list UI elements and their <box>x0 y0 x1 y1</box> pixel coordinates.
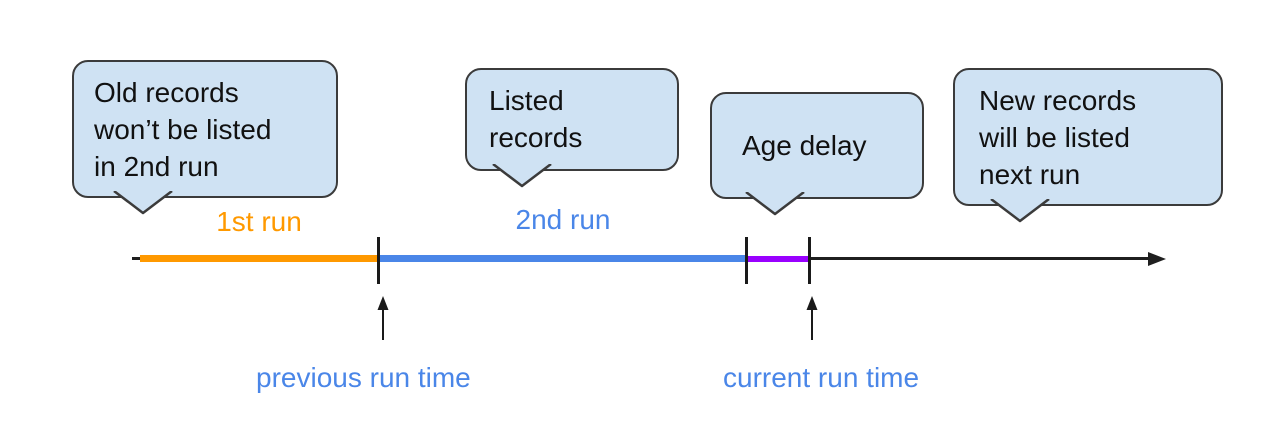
tick-age-delay-start <box>745 237 748 284</box>
label-second-run: 2nd run <box>515 204 611 235</box>
timeline-arrowhead-icon <box>1148 252 1166 266</box>
callout-new-records: New records will be listed next run <box>953 68 1223 223</box>
callout-text-line: will be listed <box>979 122 1130 153</box>
callout-listed-records: Listed records <box>465 68 679 188</box>
callout-text-line: in 2nd run <box>94 151 219 182</box>
callout-tail-icon <box>113 191 173 215</box>
label-first-run: 1st run <box>216 206 302 237</box>
tick-previous-run-time <box>377 237 380 284</box>
up-arrow-icon-current-run <box>806 296 818 340</box>
second-run-segment <box>380 255 746 262</box>
callout-text-line: Old records <box>94 77 239 108</box>
callout-text-line: Age delay <box>742 130 867 161</box>
callout-tail-icon <box>990 199 1050 223</box>
tick-current-run-time <box>808 237 811 284</box>
label-current-run-time: current run time <box>723 362 920 393</box>
up-arrow-icon-previous-run <box>377 296 389 340</box>
callout-tail-icon <box>492 164 552 188</box>
label-previous-run-time: previous run time <box>256 362 471 393</box>
age-delay-segment <box>748 256 808 262</box>
callout-tail-icon <box>745 192 805 216</box>
callout-age-delay: Age delay <box>710 92 924 216</box>
first-run-segment <box>140 255 378 262</box>
callout-text-line: records <box>489 122 583 153</box>
callout-text-line: Listed <box>489 85 564 116</box>
callout-old-records: Old records won’t be listed in 2nd run <box>72 60 338 215</box>
callout-text-line: won’t be listed <box>94 114 272 145</box>
callout-text-line: next run <box>979 159 1081 190</box>
callout-text-line: New records <box>979 85 1137 116</box>
